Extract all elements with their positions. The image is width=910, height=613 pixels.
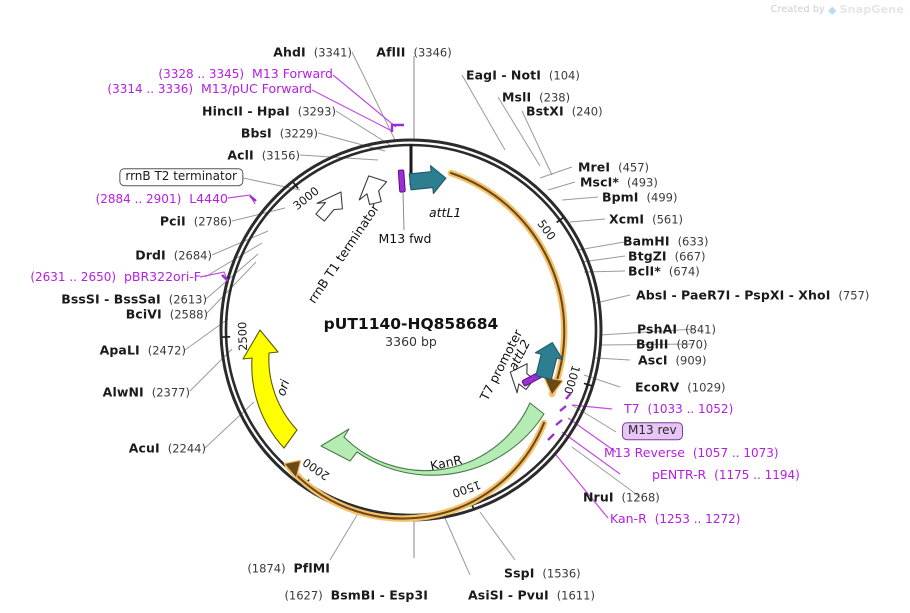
restriction-site-label: XcmI (561) — [609, 211, 684, 227]
feature-box-label: rrnB T2 terminator — [119, 168, 243, 186]
feature-rrnb-t1-label: rrnB T1 terminator — [305, 200, 383, 306]
restriction-site-label: HincII - HpaI (3293) — [202, 103, 336, 119]
restriction-site-label: AflII (3346) — [376, 44, 452, 60]
restriction-site-label: MreI (457) — [578, 159, 650, 175]
restriction-site-label: AlwNI (2377) — [102, 384, 190, 400]
feature-attl1-label: attL1 — [429, 205, 461, 220]
restriction-site-label: pENTR-R (1175 .. 1194) — [652, 467, 800, 483]
feature-m13-fwd-arrow: M13 fwd — [358, 175, 432, 246]
restriction-site-label: EagI - NotI (104) — [466, 67, 580, 83]
restriction-site-label: (3314 .. 3336) M13/pUC Forward — [107, 81, 312, 97]
feature-attl1: attL1 — [408, 165, 461, 220]
restriction-site-label: T7 (1033 .. 1052) — [624, 401, 734, 417]
feature-kanr: KanR — [320, 402, 545, 476]
feature-m13-fwd-label: M13 fwd — [378, 231, 431, 246]
ring-primer-ticks — [221, 123, 572, 441]
snapgene-logo-icon: ⬥ — [827, 2, 837, 17]
plasmid-size: 3360 bp — [385, 334, 437, 349]
restriction-site-label: MslI (238) — [502, 89, 571, 105]
restriction-site-label: BamHI (633) — [623, 233, 709, 249]
restriction-site-label: SspI (1536) — [504, 565, 581, 581]
restriction-site-label: AbsI - PaeR7I - PspXI - XhoI (757) — [636, 287, 870, 303]
ruler-tick-label: 3000 — [290, 184, 322, 213]
restriction-site-label: M13 Reverse (1057 .. 1073) — [604, 445, 779, 461]
restriction-site-label: rrnB T2 terminator — [119, 168, 243, 186]
restriction-site-label: BstXI (240) — [526, 103, 603, 119]
restriction-site-label: NruI (1268) — [583, 489, 660, 505]
watermark-brand: SnapGene — [839, 3, 904, 16]
restriction-site-label: ApaLI (2472) — [99, 342, 186, 358]
restriction-site-label: BpmI (499) — [602, 189, 678, 205]
plasmid-name: pUT1140-HQ858684 — [324, 315, 499, 333]
ruler-tick-mark — [556, 217, 564, 224]
restriction-site-label: MscI* (493) — [580, 174, 658, 190]
restriction-site-label: BtgZI (667) — [628, 248, 706, 264]
restriction-site-label: BssSI - BssSaI (2613) — [61, 291, 207, 307]
ruler-tick-label: 1000 — [561, 364, 583, 396]
ruler-tick-mark — [583, 382, 592, 387]
ruler-tick-mark — [292, 181, 299, 189]
restriction-site-label: (1627) BsmBI - Esp3I — [284, 587, 428, 603]
feature-kanr-label: KanR — [429, 452, 464, 473]
restriction-site-label: (2884 .. 2901) L4440 — [95, 191, 228, 207]
ruler-tick-label: 2500 — [235, 321, 250, 351]
restriction-site-label: BciVI (2588) — [125, 306, 208, 322]
restriction-site-label: AcuI (2244) — [128, 440, 206, 456]
restriction-site-label: AsiSI - PvuI (1611) — [468, 587, 595, 603]
restriction-site-label: Kan-R (1253 .. 1272) — [610, 511, 741, 527]
restriction-site-label: AhdI (3341) — [273, 44, 352, 60]
restriction-site-label: DrdI (2684) — [135, 247, 212, 263]
snapgene-watermark: Created by ⬥ SnapGene — [771, 3, 904, 16]
orange-transcript-arcs — [283, 169, 568, 522]
primer-box-label: M13 rev — [622, 422, 683, 440]
restriction-site-label: PciI (2786) — [159, 213, 232, 229]
restriction-site-label: BclI* (674) — [628, 263, 700, 279]
restriction-site-label: M13 rev — [622, 422, 683, 440]
restriction-site-label: (1874) PflMI — [247, 560, 330, 576]
restriction-site-label: AscI (909) — [638, 352, 707, 368]
feature-m13-fwd-marker — [397, 169, 406, 231]
restriction-site-label: BglII (870) — [636, 336, 708, 352]
restriction-site-label: (3328 .. 3345) M13 Forward — [158, 66, 333, 82]
feature-ori-label: ori — [273, 377, 292, 398]
restriction-site-label: (2631 .. 2650) pBR322ori-F — [30, 269, 201, 285]
restriction-site-label: AclI (3156) — [227, 147, 300, 163]
restriction-site-label: PshAI (841) — [637, 321, 716, 337]
watermark-prefix: Created by — [770, 4, 825, 15]
restriction-site-label: EcoRV (1029) — [635, 379, 726, 395]
feature-ori: ori — [242, 329, 298, 449]
restriction-site-label: BbsI (3229) — [240, 125, 318, 141]
